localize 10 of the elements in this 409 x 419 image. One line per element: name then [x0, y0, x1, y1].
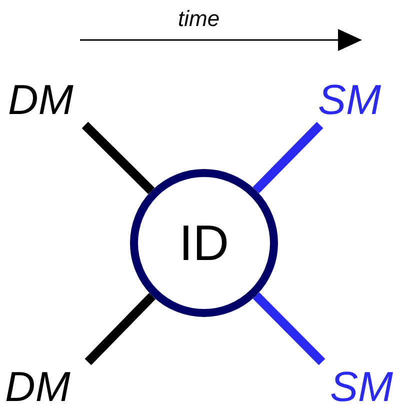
connector-line: [252, 292, 326, 366]
node-label: DM: [8, 75, 90, 125]
node-label: SM: [330, 362, 408, 412]
node-label: ID: [179, 214, 229, 272]
connector-line: [252, 122, 324, 194]
connector-line: [84, 292, 156, 366]
axis-label: time: [178, 6, 220, 32]
node-label: SM: [318, 75, 404, 125]
node-label: DM: [5, 362, 87, 412]
connector-line: [82, 122, 155, 194]
